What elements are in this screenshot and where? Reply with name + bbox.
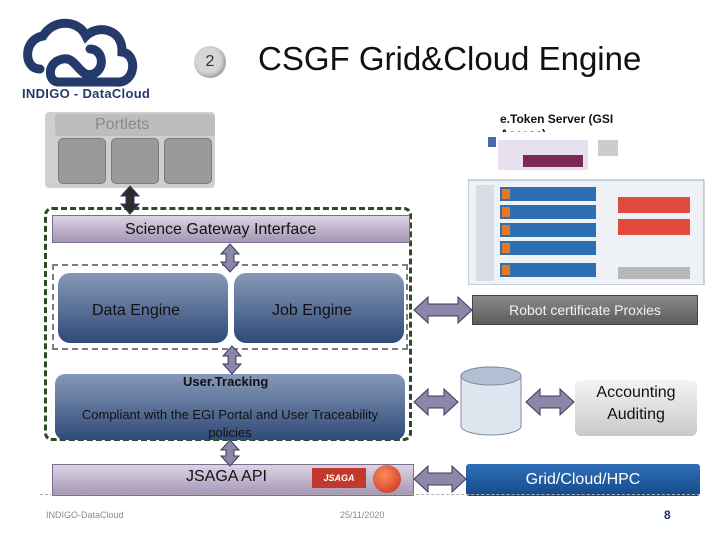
user-tracking-title: User.Tracking — [183, 374, 269, 389]
accounting-label: Accounting — [596, 384, 676, 401]
portlet-box — [58, 138, 106, 184]
auditing-label: Auditing — [607, 406, 665, 423]
job-engine-block: Job Engine — [234, 273, 404, 343]
footer-left-text: INDIGO-DataCloud — [46, 510, 124, 520]
double-arrow-sgi-engines — [219, 243, 241, 273]
grid-cloud-hpc-box: Grid/Cloud/HPC — [466, 464, 700, 496]
page-number: 8 — [664, 508, 671, 522]
job-engine-label: Job Engine — [272, 302, 353, 319]
indigo-datacloud-logo — [23, 18, 138, 87]
jsaga-api-label: JSAGA API — [186, 468, 267, 485]
user-tracking-text: Compliant with the EGI Portal and User T… — [81, 407, 379, 440]
jsaga-logo: JSAGA — [312, 468, 366, 488]
robot-certificate-proxies-box: Robot certificate Proxies — [472, 295, 698, 325]
etoken-architecture-diagram — [468, 137, 705, 285]
database-icon — [460, 366, 522, 436]
data-engine-label: Data Engine — [92, 302, 181, 319]
double-arrow-tracking-db — [413, 387, 459, 417]
slide-number-badge: 2 — [194, 46, 226, 78]
portlet-box — [164, 138, 212, 184]
portlets-label: Portlets — [55, 114, 215, 136]
accounting-auditing-box: Accounting Auditing — [575, 380, 697, 436]
slide-title: CSGF Grid&Cloud Engine — [258, 40, 642, 77]
logo-text: INDIGO - DataCloud — [22, 86, 151, 101]
science-gateway-interface-layer: Science Gateway Interface — [52, 215, 410, 243]
footer-date: 25/11/2020 — [340, 510, 385, 520]
etoken-label: e.Token Server (GSI Access) — [500, 112, 614, 132]
science-gateway-label: Science Gateway Interface — [125, 221, 317, 238]
badge-number: 2 — [205, 53, 215, 70]
globe-icon — [373, 465, 401, 493]
portlet-box — [111, 138, 159, 184]
double-arrow-jsaga-grid — [413, 464, 467, 494]
data-engine-block: Data Engine — [58, 273, 228, 343]
double-arrow-engine-robot — [413, 295, 473, 325]
double-arrow-db-accounting — [525, 387, 575, 417]
double-arrow-tracking-jsaga — [219, 439, 241, 467]
double-arrow-engines-tracking — [221, 345, 243, 375]
user-tracking-block — [55, 374, 405, 440]
double-arrow-portlets-sgi — [119, 185, 141, 215]
footer-divider — [40, 494, 700, 496]
